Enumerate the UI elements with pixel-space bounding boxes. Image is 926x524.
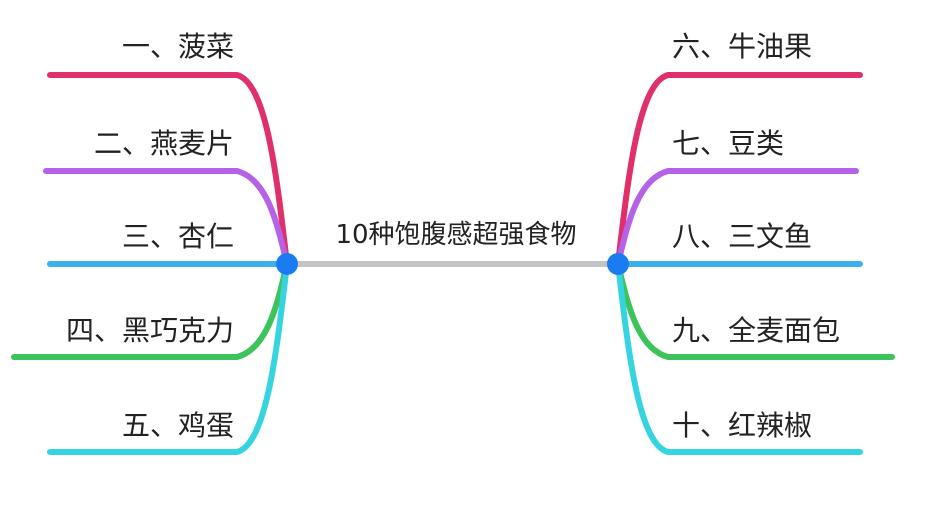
- branch-label-left-3: 三、杏仁: [121, 220, 234, 253]
- branch-label-right-3: 八、三文鱼: [672, 220, 813, 253]
- branch-label-right-4: 九、全麦面包: [672, 314, 841, 347]
- center-topic-title: 10种饱腹感超强食物: [335, 220, 577, 250]
- right-hub-node: [607, 253, 629, 275]
- branch-label-left-5: 五、鸡蛋: [121, 409, 234, 442]
- branch-line-right-5: [615, 261, 863, 455]
- branch-label-right-5: 十、红辣椒: [672, 409, 813, 442]
- left-hub-node: [276, 253, 298, 275]
- branch-line-right-2: [615, 168, 859, 267]
- branch-label-right-2: 七、豆类: [672, 127, 785, 160]
- branch-line-left-1: [47, 72, 290, 267]
- branch-label-left-1: 一、菠菜: [121, 30, 234, 63]
- branch-label-right-1: 六、牛油果: [672, 30, 813, 63]
- branch-label-left-2: 二、燕麦片: [93, 127, 234, 160]
- branch-line-left-5: [47, 261, 290, 455]
- branch-line-left-2: [43, 168, 290, 267]
- branch-label-left-4: 四、黑巧克力: [65, 314, 234, 347]
- branch-line-right-1: [615, 72, 863, 267]
